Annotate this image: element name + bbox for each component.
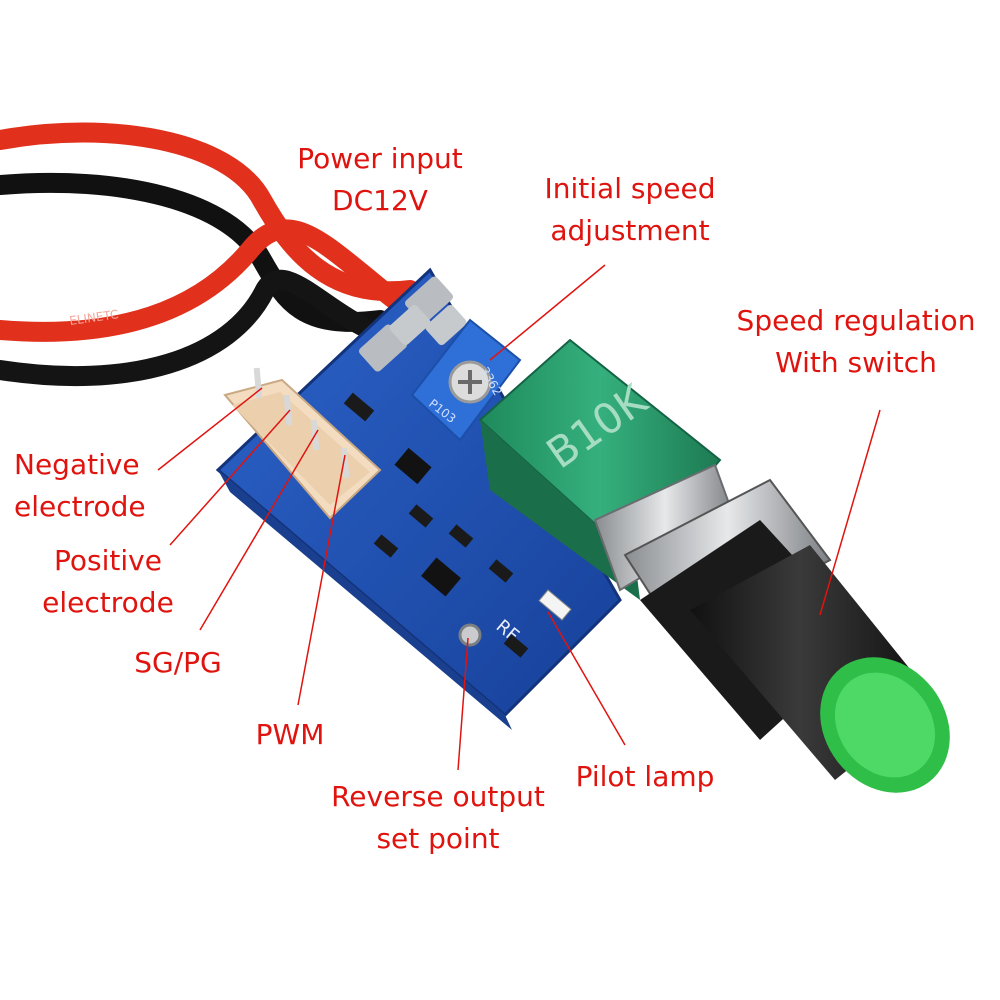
trimmer-potentiometer: 3362 P103 bbox=[410, 318, 522, 442]
label-speed-regulation-line1: Speed regulation bbox=[736, 304, 976, 337]
label-reverse-output-line2: set point bbox=[376, 822, 500, 855]
speed-knob bbox=[623, 478, 950, 793]
label-power-input-line1: Power input bbox=[297, 142, 463, 175]
label-pilot-lamp-line1: Pilot lamp bbox=[575, 760, 715, 793]
label-speed-regulation: Speed regulation With switch bbox=[718, 300, 994, 384]
label-pwm-line1: PWM bbox=[255, 718, 325, 751]
label-initial-speed-line2: adjustment bbox=[550, 214, 710, 247]
fan-connector bbox=[223, 367, 382, 520]
label-reverse-output: Reverse output set point bbox=[318, 776, 558, 860]
label-pwm: PWM bbox=[240, 714, 340, 756]
rotary-potentiometer: B10K bbox=[478, 338, 737, 600]
label-negative-line2: electrode bbox=[14, 490, 146, 523]
smd-components bbox=[343, 392, 572, 658]
label-power-input-line2: DC12V bbox=[332, 184, 428, 217]
label-positive-electrode: Positive electrode bbox=[20, 540, 196, 624]
label-power-input: Power input DC12V bbox=[270, 138, 490, 222]
label-negative-electrode: Negative electrode bbox=[14, 444, 174, 528]
label-initial-speed-line1: Initial speed bbox=[544, 172, 716, 205]
label-sg-pg-line1: SG/PG bbox=[134, 646, 222, 679]
label-positive-line1: Positive bbox=[54, 544, 162, 577]
power-wires bbox=[0, 122, 420, 387]
power-input-pads bbox=[359, 276, 467, 372]
label-sg-pg: SG/PG bbox=[118, 642, 238, 684]
label-speed-regulation-line2: With switch bbox=[775, 346, 937, 379]
label-initial-speed: Initial speed adjustment bbox=[520, 168, 740, 252]
wire-print: ELINETC bbox=[68, 307, 119, 328]
label-positive-line2: electrode bbox=[42, 586, 174, 619]
reverse-output-pad bbox=[458, 623, 482, 647]
label-negative-line1: Negative bbox=[14, 448, 140, 481]
label-reverse-output-line1: Reverse output bbox=[331, 780, 545, 813]
label-pilot-lamp: Pilot lamp bbox=[560, 756, 730, 798]
pcb-board bbox=[215, 267, 622, 730]
annotation-leader-lines bbox=[157, 264, 881, 771]
